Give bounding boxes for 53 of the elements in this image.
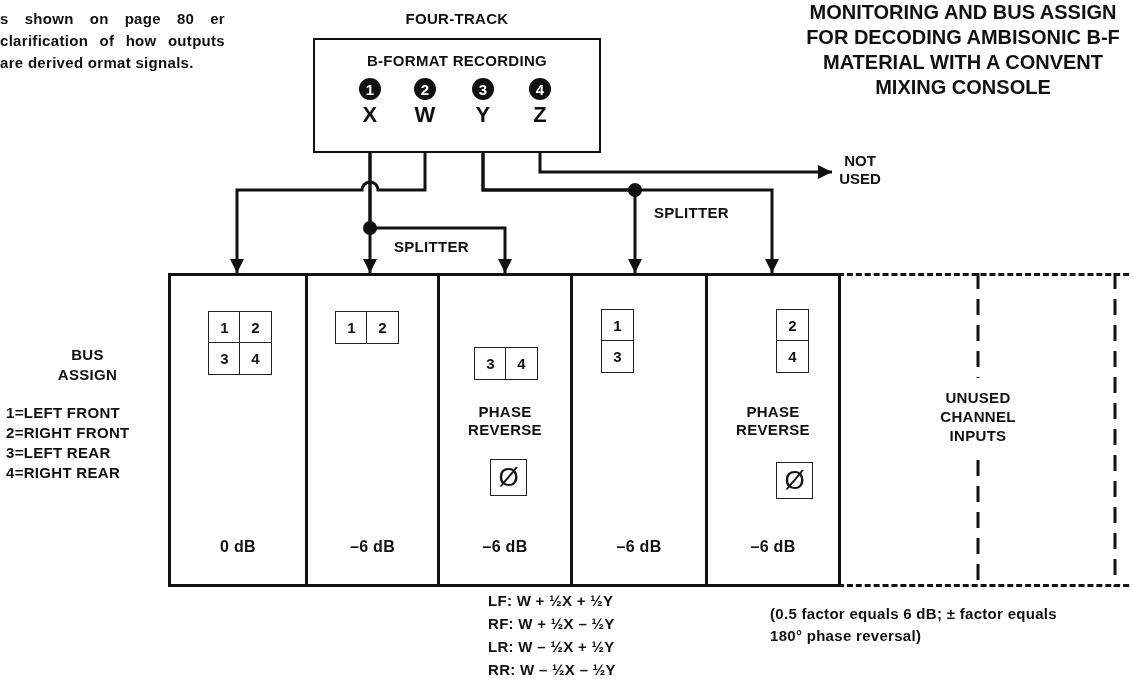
bus-button: 3 bbox=[601, 340, 634, 373]
track-number: 2 bbox=[414, 78, 436, 100]
legend-entry: 3=LEFT REAR bbox=[6, 444, 111, 461]
gain-label: 0 dB bbox=[220, 538, 256, 556]
edge-end-text: NOT USED bbox=[838, 152, 882, 192]
formula: RF: W + ½X – ½Y bbox=[488, 615, 615, 632]
gain-label: –6 dB bbox=[750, 538, 796, 556]
track-letter: X bbox=[362, 102, 378, 128]
track-number: 1 bbox=[359, 78, 381, 100]
bus-button: 3 bbox=[474, 347, 507, 380]
bus-button: 1 bbox=[601, 309, 634, 342]
track-letter: W bbox=[414, 102, 436, 128]
phase-reverse-button: Ø bbox=[776, 462, 813, 499]
arrow bbox=[368, 153, 512, 273]
bus-button: 2 bbox=[239, 311, 272, 344]
formula: LF: W + ½X + ½Y bbox=[488, 592, 614, 609]
bus-button: 2 bbox=[366, 311, 399, 344]
bus-button: 1 bbox=[335, 311, 368, 344]
bus-button: 4 bbox=[239, 342, 272, 375]
track-letter: Y bbox=[475, 102, 491, 128]
gain-label: –6 dB bbox=[482, 538, 528, 556]
channel-strip bbox=[705, 273, 841, 587]
note-paragraph: s shown on page 80 er clarification of how outputs are derived ormat signals. bbox=[0, 9, 225, 73]
note-text: (0.5 factor equals 6 dB; ± factor equals 180° phase reversal) bbox=[770, 604, 1058, 646]
legend-heading: BUS ASSIGN bbox=[56, 345, 119, 385]
phase-reverse-button: Ø bbox=[490, 459, 527, 496]
bus-button: 2 bbox=[776, 309, 809, 342]
gain-label: –6 dB bbox=[349, 538, 396, 556]
track-number: 3 bbox=[472, 78, 494, 100]
gain-label: –6 dB bbox=[616, 538, 662, 556]
box-title: B-FORMAT RECORDING bbox=[366, 52, 548, 69]
channel-strip bbox=[437, 273, 573, 587]
legend-entry: 1=LEFT FRONT bbox=[6, 404, 121, 421]
formula: RR: W – ½X – ½Y bbox=[488, 661, 616, 678]
arrow bbox=[230, 153, 427, 273]
bus-button: 4 bbox=[776, 340, 809, 373]
bus-button: 3 bbox=[208, 342, 241, 375]
channel-strip bbox=[168, 273, 308, 587]
box-heading: FOUR-TRACK bbox=[405, 10, 509, 27]
legend-entry: 4=RIGHT REAR bbox=[6, 464, 121, 481]
channel-strip bbox=[305, 273, 440, 587]
legend-entry: 2=RIGHT FRONT bbox=[6, 424, 130, 441]
unused-channel-area bbox=[838, 273, 1132, 587]
arrow bbox=[481, 153, 779, 273]
bus-button: 4 bbox=[505, 347, 538, 380]
function-label: PHASE REVERSE bbox=[735, 403, 811, 439]
arrow bbox=[538, 153, 832, 179]
channel-strip bbox=[570, 273, 708, 587]
diagram-title: MONITORING AND BUS ASSIGN FOR DECODING AMBISONIC B-F MATERIAL WITH A CONVENT MIXING CONSOLE bbox=[805, 0, 1121, 100]
track-number: 4 bbox=[529, 78, 551, 100]
function-label: PHASE REVERSE bbox=[467, 403, 543, 439]
track-letter: Z bbox=[533, 102, 547, 128]
formula: LR: W – ½X + ½Y bbox=[488, 638, 615, 655]
